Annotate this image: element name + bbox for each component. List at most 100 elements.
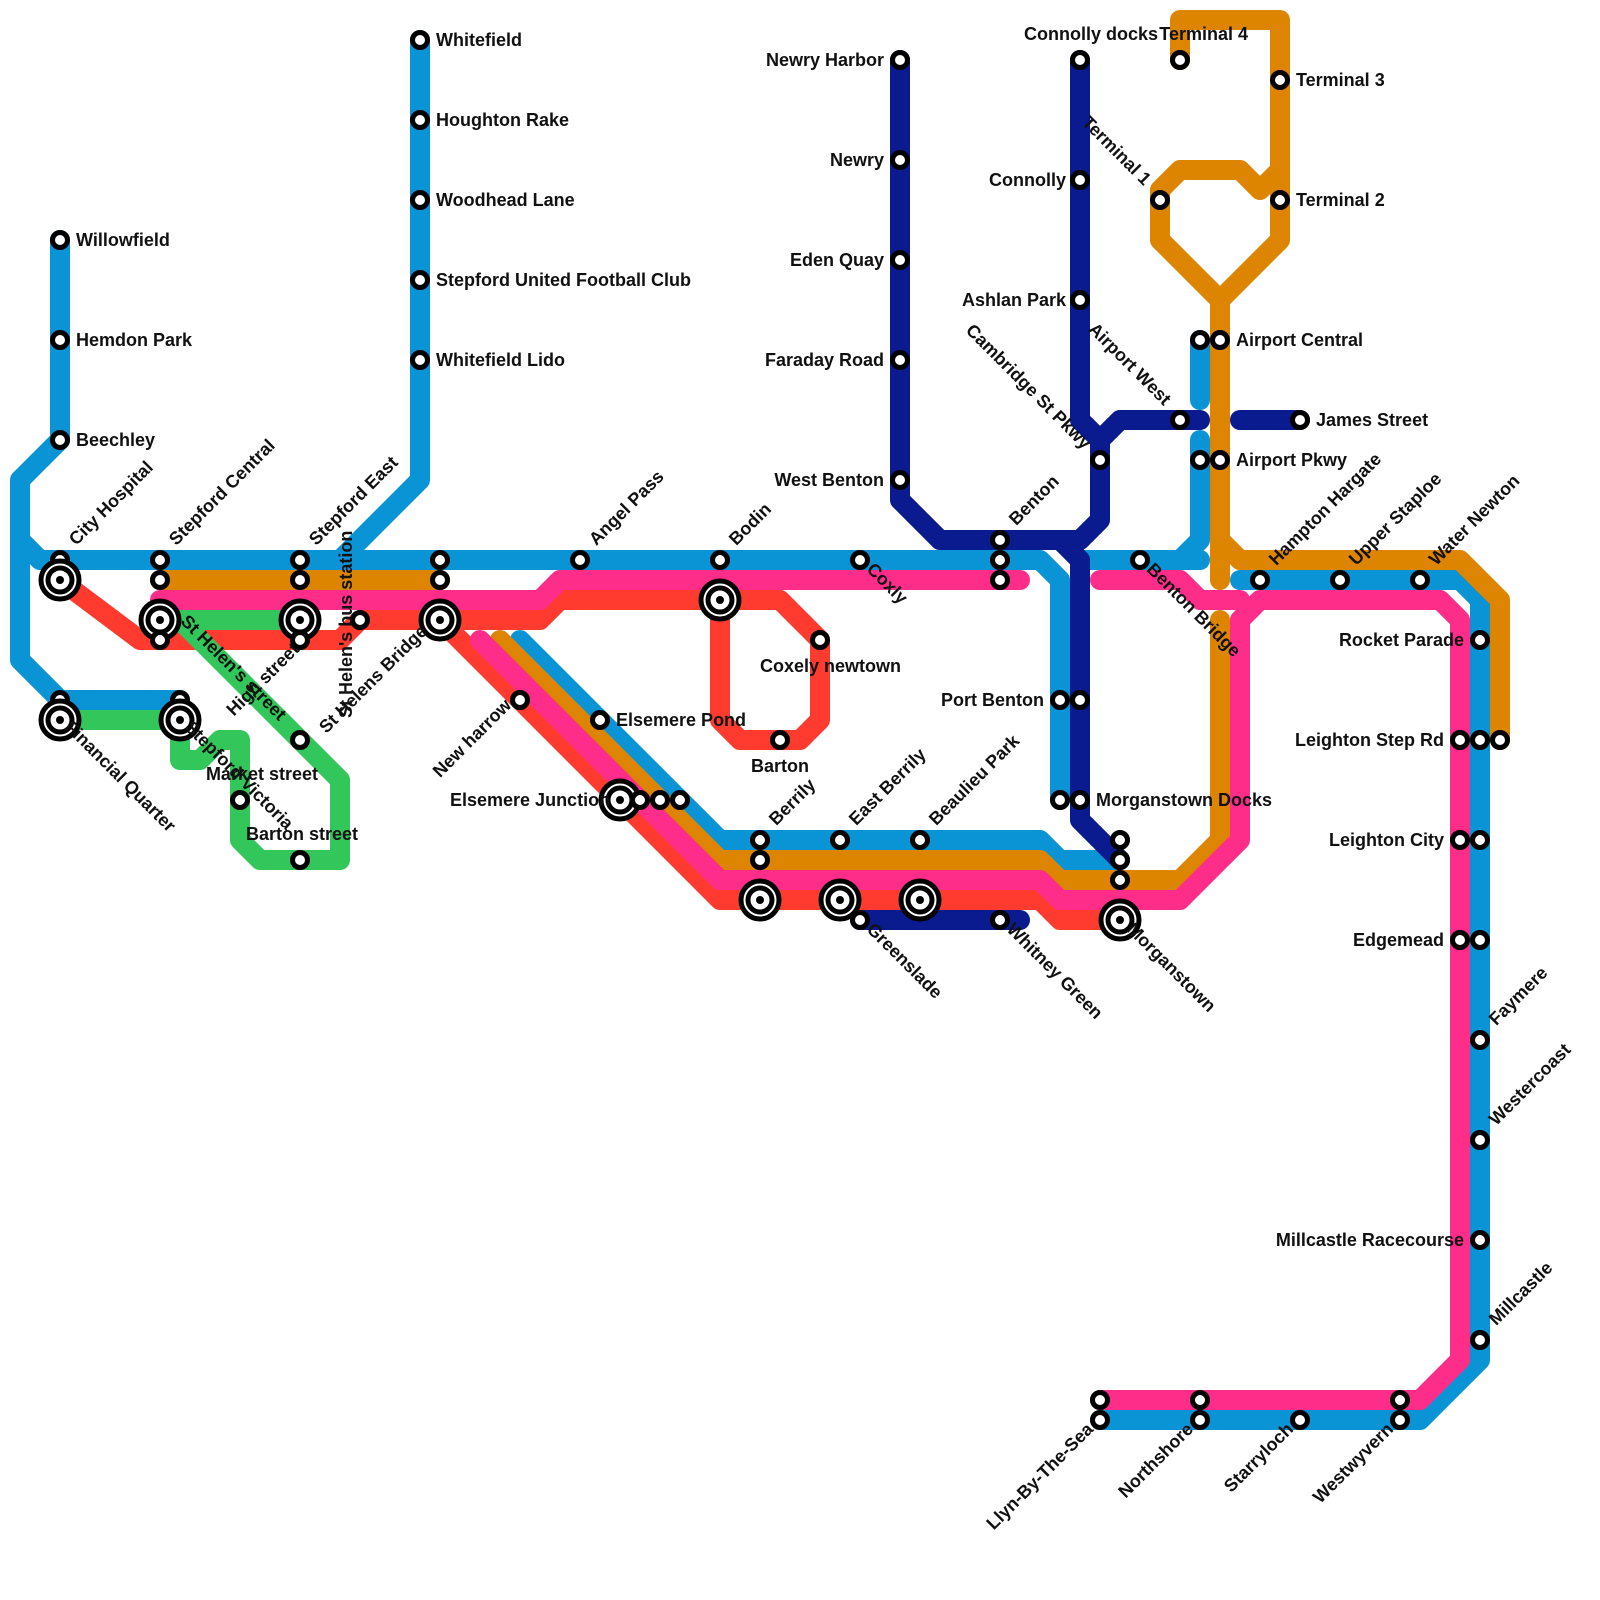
station-label: Barton <box>751 756 809 776</box>
station-label: Starryloch <box>1220 1419 1297 1496</box>
station-marker <box>893 53 908 68</box>
station-marker <box>1493 733 1508 748</box>
station-whitefield-lido[interactable]: Whitefield Lido <box>413 350 565 370</box>
station-label: Llyn-By-The-Sea <box>982 1418 1097 1533</box>
station-marker <box>1073 173 1088 188</box>
station-llyn-by-the-sea[interactable]: Llyn-By-The-Sea <box>982 1393 1107 1534</box>
station-marker <box>1333 573 1348 588</box>
station-label: Stepford Central <box>165 435 279 549</box>
station-marker <box>1113 873 1128 888</box>
station-marker <box>1473 733 1488 748</box>
station-connolly-docks[interactable]: Connolly docks <box>1024 24 1158 68</box>
station-elsemere-pond[interactable]: Elsemere Pond <box>593 710 747 730</box>
station-marker <box>413 33 428 48</box>
station-coxly-newtown[interactable]: Coxely newtown <box>760 633 901 677</box>
station-millcastle-racecourse[interactable]: Millcastle Racecourse <box>1276 1230 1488 1250</box>
station-marker <box>413 273 428 288</box>
station-label: Whitney Green <box>1003 919 1107 1023</box>
station-label: Edgemead <box>1353 930 1444 950</box>
station-new-harrow[interactable]: New harrow <box>429 693 528 782</box>
station-marker <box>1213 453 1228 468</box>
station-label: Whitefield Lido <box>436 350 565 370</box>
interchange-dot <box>756 896 764 904</box>
station-city-hospital[interactable]: City Hospital <box>41 457 157 599</box>
station-marker <box>1393 1393 1408 1408</box>
station-marker <box>1293 413 1308 428</box>
station-label: Faraday Road <box>765 350 884 370</box>
station-label: Airport Pkwy <box>1236 450 1347 470</box>
station-marker <box>1193 333 1208 348</box>
station-marker <box>1453 933 1468 948</box>
station-marker <box>673 793 688 808</box>
station-label: Coxely newtown <box>760 656 901 676</box>
interchange-dot <box>616 796 624 804</box>
station-marker <box>1073 693 1088 708</box>
station-willowfield[interactable]: Willowfield <box>53 230 170 250</box>
station-ashlan-park[interactable]: Ashlan Park <box>962 290 1088 310</box>
station-label: Terminal 2 <box>1296 190 1385 210</box>
station-morganstown-docks[interactable]: Morganstown Docks <box>1053 790 1273 810</box>
station-marker <box>573 553 588 568</box>
station-newry[interactable]: Newry <box>830 150 908 170</box>
station-label: East Berrily <box>845 744 930 829</box>
station-port-benton[interactable]: Port Benton <box>941 690 1088 710</box>
station-airport-central[interactable]: Airport Central <box>1193 330 1364 350</box>
station-leighton-step-rd[interactable]: Leighton Step Rd <box>1295 730 1507 750</box>
station-james-street[interactable]: James Street <box>1293 410 1429 430</box>
station-newry-harbor[interactable]: Newry Harbor <box>766 50 908 70</box>
station-woodhead-lane[interactable]: Woodhead Lane <box>413 190 575 210</box>
station-marker <box>413 353 428 368</box>
station-airport-pkwy[interactable]: Airport Pkwy <box>1193 450 1348 470</box>
interchange-dot <box>296 616 304 624</box>
station-label: Faymere <box>1485 963 1552 1030</box>
station-label: Northshore <box>1114 1419 1197 1502</box>
station-houghton-rake[interactable]: Houghton Rake <box>413 110 570 130</box>
station-label: Connolly docks <box>1024 24 1158 44</box>
station-label: Westercoast <box>1485 1039 1575 1129</box>
interchange-dot <box>156 616 164 624</box>
station-hemdon-park[interactable]: Hemdon Park <box>53 330 194 350</box>
station-faraday-road[interactable]: Faraday Road <box>765 350 908 370</box>
interchange-dot <box>56 716 64 724</box>
station-marker <box>713 553 728 568</box>
station-leighton-city[interactable]: Leighton City <box>1329 830 1488 850</box>
station-marker <box>653 793 668 808</box>
station-marker <box>1213 333 1228 348</box>
station-marker <box>1473 1233 1488 1248</box>
station-marker <box>1473 1033 1488 1048</box>
station-marker <box>893 353 908 368</box>
interchange-dot <box>716 596 724 604</box>
station-marker <box>1193 453 1208 468</box>
station-stepford-united[interactable]: Stepford United Football Club <box>413 270 691 290</box>
station-label: Barton street <box>246 824 358 844</box>
station-marker <box>833 833 848 848</box>
station-label: Houghton Rake <box>436 110 569 130</box>
station-label: Westwyvern <box>1309 1419 1397 1507</box>
station-marker <box>993 533 1008 548</box>
station-label: Angel Pass <box>585 466 668 549</box>
station-eden-quay[interactable]: Eden Quay <box>790 250 908 270</box>
station-label: Port Benton <box>941 690 1044 710</box>
station-marker <box>53 333 68 348</box>
station-marker <box>513 693 528 708</box>
station-label: Beaulieu Park <box>925 730 1024 829</box>
station-marker <box>1093 1413 1108 1428</box>
station-label: Elsemere Junction <box>450 790 610 810</box>
station-marker <box>1273 73 1288 88</box>
station-marker <box>1393 1413 1408 1428</box>
station-label: Greenslade <box>863 919 946 1002</box>
station-marker <box>633 793 648 808</box>
station-label: Terminal 4 <box>1159 24 1248 44</box>
station-west-benton[interactable]: West Benton <box>774 470 907 490</box>
station-label: Benton <box>1005 471 1063 529</box>
station-marker <box>233 793 248 808</box>
station-marker <box>1133 553 1148 568</box>
station-marker <box>413 193 428 208</box>
station-marker <box>1073 53 1088 68</box>
station-marker <box>753 833 768 848</box>
station-marker <box>1053 793 1068 808</box>
station-terminal-1[interactable]: Terminal 1 <box>1078 112 1167 207</box>
station-marker <box>293 733 308 748</box>
